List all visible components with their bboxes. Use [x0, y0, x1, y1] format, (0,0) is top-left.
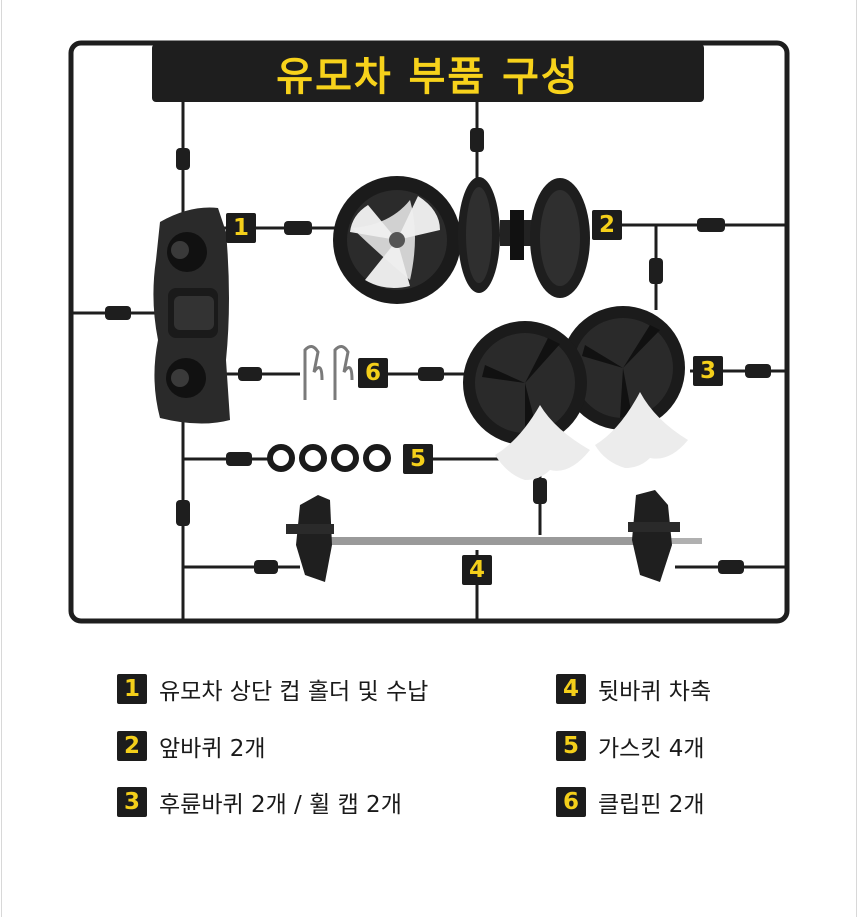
legend-number: 3 [117, 787, 147, 817]
legend-item-3: 3 후륜바퀴 2개 / 휠 캡 2개 [117, 785, 402, 819]
parts-frame: 유모차 부품 구성 1 2 3 4 5 6 [68, 40, 790, 624]
page-title: 유모차 부품 구성 [276, 54, 580, 100]
cup-holder-part [153, 207, 230, 424]
legend-label: 가스킷 4개 [598, 736, 705, 762]
parts-legend: 1 유모차 상단 컵 홀더 및 수납 2 앞바퀴 2개 3 후륜바퀴 2개 / … [0, 650, 860, 850]
legend-number: 1 [117, 674, 147, 704]
runner-gates [105, 128, 771, 574]
legend-label: 후륜바퀴 2개 / 휠 캡 2개 [159, 792, 402, 818]
tag-6: 6 [358, 358, 388, 388]
tag-2: 2 [592, 210, 622, 240]
legend-item-1: 1 유모차 상단 컵 홀더 및 수납 [117, 672, 428, 706]
legend-label: 클립핀 2개 [598, 792, 705, 818]
legend-label: 앞바퀴 2개 [159, 736, 266, 762]
front-wheels-part [333, 176, 590, 304]
legend-item-4: 4 뒷바퀴 차축 [556, 672, 711, 706]
legend-item-5: 5 가스킷 4개 [556, 729, 705, 763]
legend-number: 2 [117, 731, 147, 761]
tag-3: 3 [693, 356, 723, 386]
legend-item-2: 2 앞바퀴 2개 [117, 729, 266, 763]
gaskets-part [267, 444, 391, 472]
tag-4: 4 [462, 555, 492, 585]
legend-label: 유모차 상단 컵 홀더 및 수납 [159, 679, 429, 705]
legend-number: 4 [556, 674, 586, 704]
legend-label: 뒷바퀴 차축 [598, 679, 712, 705]
clip-pins-part [303, 345, 354, 400]
title-banner: 유모차 부품 구성 [152, 44, 704, 102]
parts-frame-svg [68, 40, 790, 624]
frame-outline [68, 40, 790, 624]
legend-number: 6 [556, 787, 586, 817]
legend-number: 5 [556, 731, 586, 761]
tag-1: 1 [226, 213, 256, 243]
rear-wheels-part [463, 306, 688, 480]
tag-5: 5 [403, 444, 433, 474]
legend-item-6: 6 클립핀 2개 [556, 785, 705, 819]
rear-axle-part [286, 490, 702, 582]
